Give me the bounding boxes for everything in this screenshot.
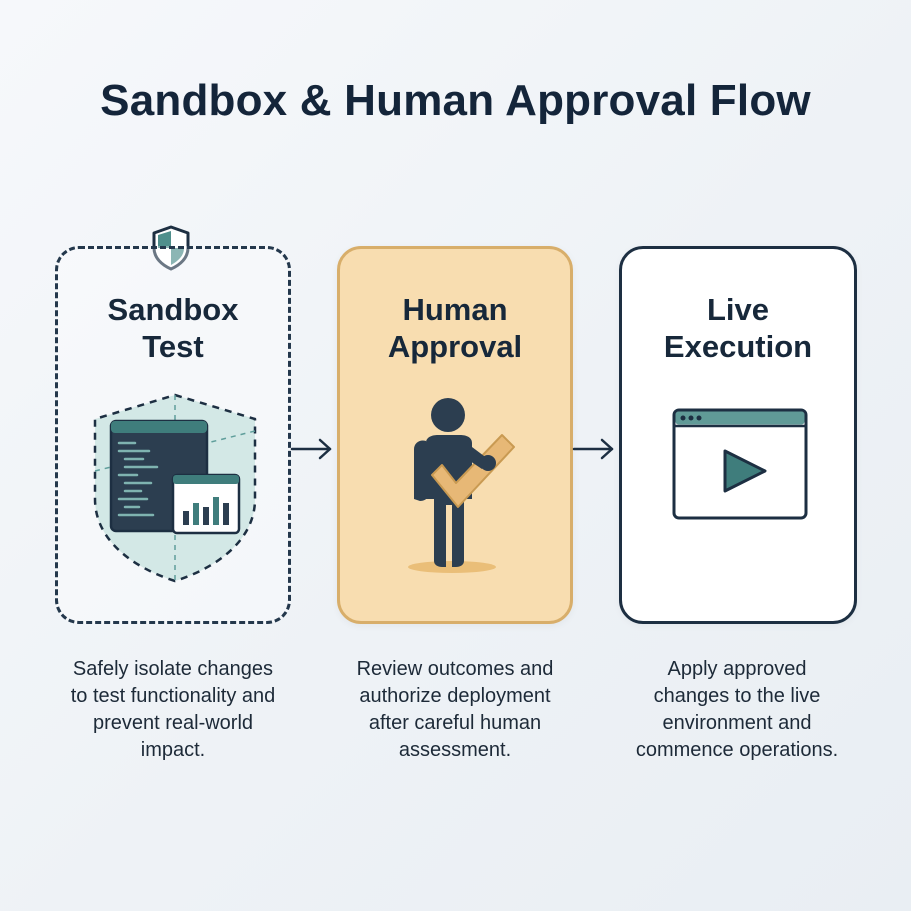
human-approval-title: Human Approval: [387, 292, 523, 364]
sandbox-test-title: Sandbox Test: [107, 292, 239, 364]
play-window-icon: [672, 408, 808, 520]
arrow-right-icon: [572, 438, 614, 460]
human-approval-description: Review outcomes and authorize deployment…: [356, 658, 554, 761]
diagram-title: Sandbox & Human Approval Flow: [100, 76, 811, 125]
live-execution-description: Apply approved changes to the live envir…: [635, 658, 839, 761]
arrow-right-icon: [290, 438, 332, 460]
human-approval-card: Human Approval: [337, 246, 573, 624]
sandbox-test-card: Sandbox Test: [55, 246, 291, 624]
person-check-icon: [408, 398, 515, 573]
live-execution-title: Live Execution: [663, 292, 813, 364]
sandbox-shield-icon: [93, 393, 257, 583]
chart-window-icon: [171, 473, 241, 535]
live-execution-card: Live Execution: [619, 246, 857, 624]
sandbox-test-description: Safely isolate changes to test functiona…: [70, 658, 276, 761]
